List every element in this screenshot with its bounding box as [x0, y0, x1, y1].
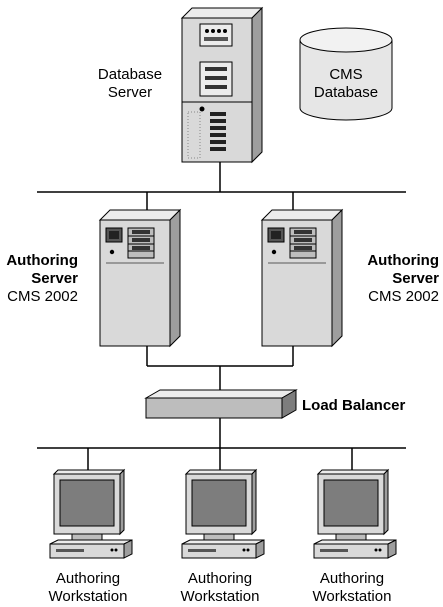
- workstation-2-label: Authoring Workstation: [176, 570, 264, 606]
- load-balancer-label: Load Balancer: [302, 397, 405, 415]
- database-server-icon: [180, 6, 264, 164]
- load-balancer-label-text: Load Balancer: [302, 397, 406, 414]
- authoring-server-left-label: Authoring Server CMS 2002: [0, 252, 78, 306]
- database-server-label-line1: Database: [97, 66, 163, 83]
- authoring-server-right-label: Authoring Server CMS 2002: [355, 252, 439, 306]
- authoring-server-left-icon: [99, 209, 181, 347]
- workstation-2-label-line2: Workstation: [180, 588, 260, 605]
- workstation-1-label: Authoring Workstation: [44, 570, 132, 606]
- workstation-3-icon: [313, 469, 397, 559]
- database-server-label: Database Server: [86, 66, 174, 102]
- workstation-1-icon: [49, 469, 133, 559]
- authoring-server-right-title-line2: Server: [392, 270, 439, 287]
- cms-database-label-line2: Database: [313, 84, 379, 101]
- workstation-1-label-line2: Workstation: [48, 588, 128, 605]
- authoring-server-right-title-line1: Authoring: [367, 252, 439, 269]
- workstation-2-icon: [181, 469, 265, 559]
- cms-database-icon: [299, 27, 393, 121]
- cms-database-label-line1: CMS: [329, 66, 363, 83]
- authoring-server-right-icon: [261, 209, 343, 347]
- workstation-3-label: Authoring Workstation: [308, 570, 396, 606]
- network-lines: [37, 162, 406, 470]
- workstation-2-label-line1: Authoring: [187, 570, 253, 587]
- workstation-3-label-line1: Authoring: [319, 570, 385, 587]
- workstation-1-label-line1: Authoring: [55, 570, 121, 587]
- workstation-3-label-line2: Workstation: [312, 588, 392, 605]
- authoring-server-left-title-line2: Server: [31, 270, 78, 287]
- authoring-server-left-subtitle: CMS 2002: [7, 288, 78, 305]
- authoring-server-left-title-line1: Authoring: [6, 252, 78, 269]
- authoring-server-right-subtitle: CMS 2002: [368, 288, 439, 305]
- database-server-label-line2: Server: [107, 84, 153, 101]
- cms-database-label: CMS Database: [300, 66, 392, 102]
- load-balancer-icon: [144, 389, 298, 419]
